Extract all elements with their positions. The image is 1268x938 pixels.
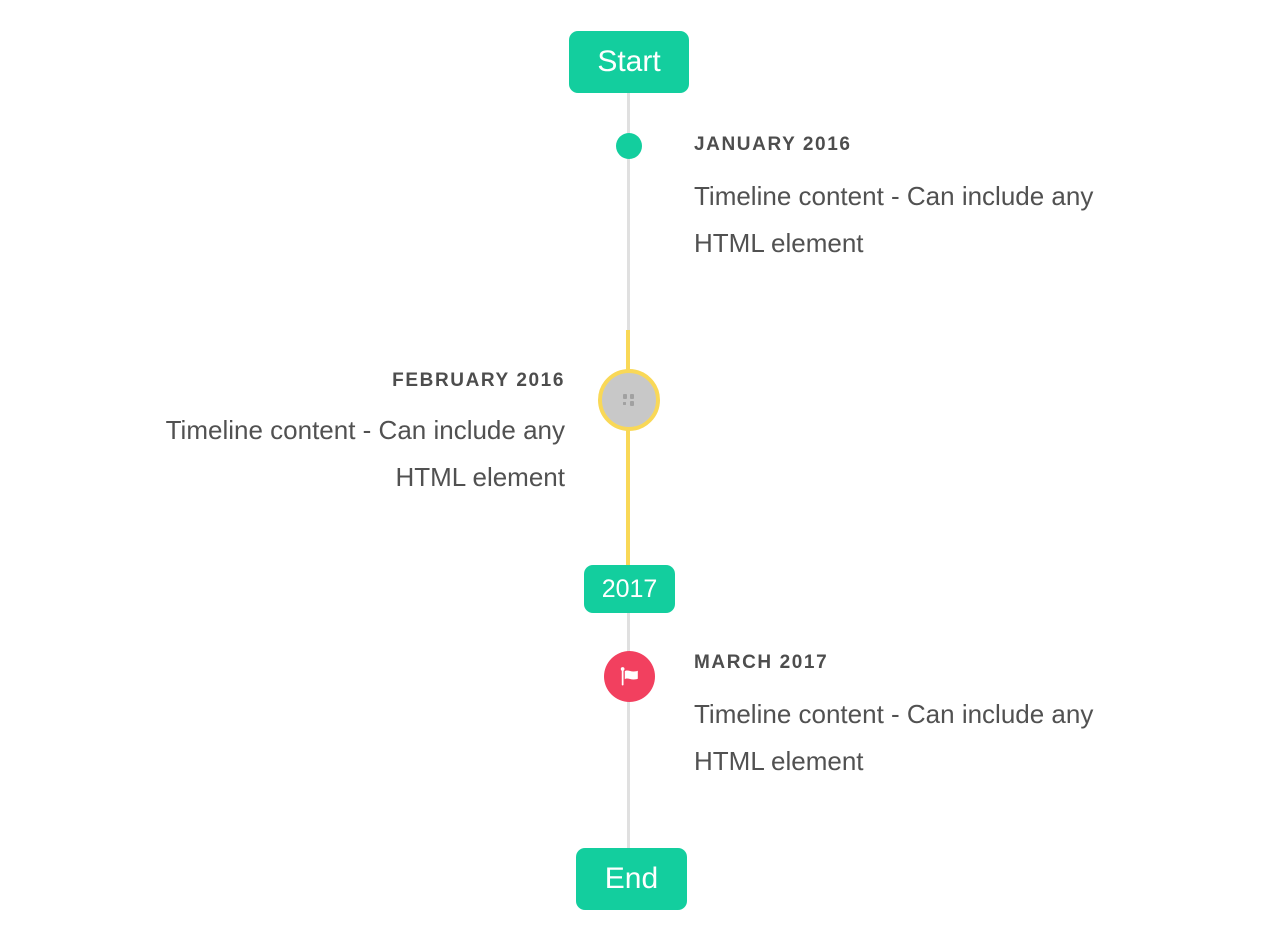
- content-line: Timeline content - Can include any: [694, 699, 1094, 729]
- item-title-january: JANUARY 2016: [694, 134, 852, 155]
- item-content-march: Timeline content - Can include any HTML …: [694, 691, 1093, 785]
- item-content-february: Timeline content - Can include any HTML …: [166, 407, 565, 501]
- content-line: HTML element: [694, 228, 864, 258]
- image-placeholder-marker[interactable]: [598, 369, 660, 431]
- flag-icon: [620, 666, 638, 685]
- dot-marker-icon[interactable]: [616, 133, 642, 159]
- item-title-march: MARCH 2017: [694, 652, 829, 673]
- broken-image-icon: [622, 394, 634, 406]
- end-button[interactable]: End: [576, 848, 687, 910]
- content-line: Timeline content - Can include any: [165, 415, 565, 445]
- item-title-february: FEBRUARY 2016: [392, 370, 565, 391]
- year-badge[interactable]: 2017: [584, 565, 675, 613]
- start-button[interactable]: Start: [569, 31, 689, 93]
- content-line: HTML element: [395, 462, 565, 492]
- content-line: HTML element: [694, 746, 864, 776]
- timeline-line-highlight: [626, 330, 630, 565]
- flag-marker[interactable]: [604, 651, 655, 702]
- content-line: Timeline content - Can include any: [694, 181, 1094, 211]
- item-content-january: Timeline content - Can include any HTML …: [694, 173, 1093, 267]
